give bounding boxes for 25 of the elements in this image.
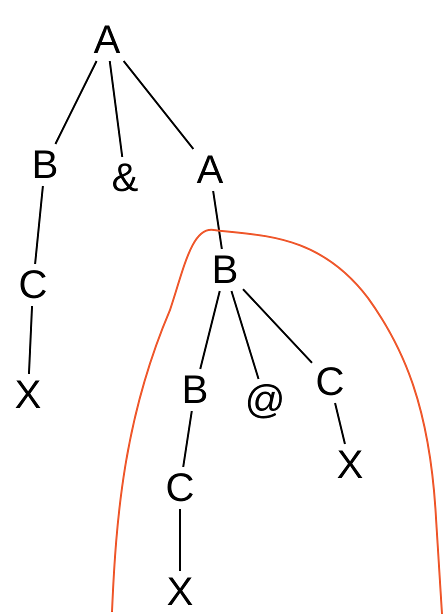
tree-node-label: A xyxy=(89,19,125,61)
tree-node-label: B xyxy=(27,144,63,186)
tree-node-label: C xyxy=(312,361,348,403)
tree-branch-line xyxy=(122,60,194,150)
tree-node-label: C xyxy=(15,264,51,306)
tree-branch-line xyxy=(242,288,313,364)
tree-node-label: B xyxy=(207,249,243,291)
tree-node-label: @ xyxy=(247,379,283,421)
tree-branch-line xyxy=(28,306,34,374)
tree-node-label: X xyxy=(10,374,46,416)
tree-branch-line xyxy=(334,402,346,444)
tree-node-label: B xyxy=(177,369,213,411)
tree-node-label: C xyxy=(162,467,198,509)
tree-branch-line xyxy=(182,410,193,468)
tree-branch-line xyxy=(212,190,223,250)
tree-node-label: A xyxy=(192,149,228,191)
tree-branch-line xyxy=(230,290,260,380)
tree-branch-line xyxy=(54,60,98,144)
tree-branch-line xyxy=(179,509,181,571)
tree-branch-line xyxy=(199,290,221,370)
tree-node-label: X xyxy=(162,571,198,613)
tree-branch-line xyxy=(108,60,124,158)
tree-branch-line xyxy=(34,186,44,264)
tree-node-label: X xyxy=(332,444,368,486)
tree-node-label: & xyxy=(107,157,143,199)
